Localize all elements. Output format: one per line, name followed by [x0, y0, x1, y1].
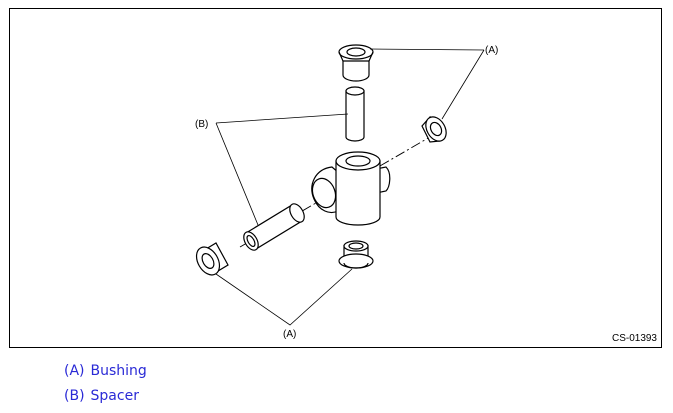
callout-a-top: (A) [485, 45, 498, 56]
callout-a-bottom: (A) [283, 329, 296, 340]
legend-item-spacer: (B) Spacer [64, 387, 153, 412]
exploded-view-drawing: (A) (B) (A) [195, 44, 498, 340]
figure-code: CS-01393 [611, 333, 657, 344]
leader-lines [215, 48, 485, 326]
spacer-top [345, 86, 365, 142]
callout-b: (B) [195, 119, 208, 130]
bushing-top [338, 44, 374, 82]
bushing-right [421, 115, 447, 143]
legend-key: (A) [64, 363, 85, 379]
spacer-lower [243, 203, 305, 251]
exploded-view-figure: (A) (B) (A) CS-01393 [9, 8, 662, 348]
legend-label: Spacer [90, 388, 139, 404]
center-housing [311, 151, 391, 226]
legend: (A) Bushing (B) Spacer [64, 362, 153, 412]
legend-item-bushing: (A) Bushing [64, 362, 153, 387]
legend-key: (B) [64, 388, 85, 404]
bushing-bottom [338, 240, 374, 269]
legend-label: Bushing [90, 363, 147, 379]
bushing-left [195, 242, 229, 276]
